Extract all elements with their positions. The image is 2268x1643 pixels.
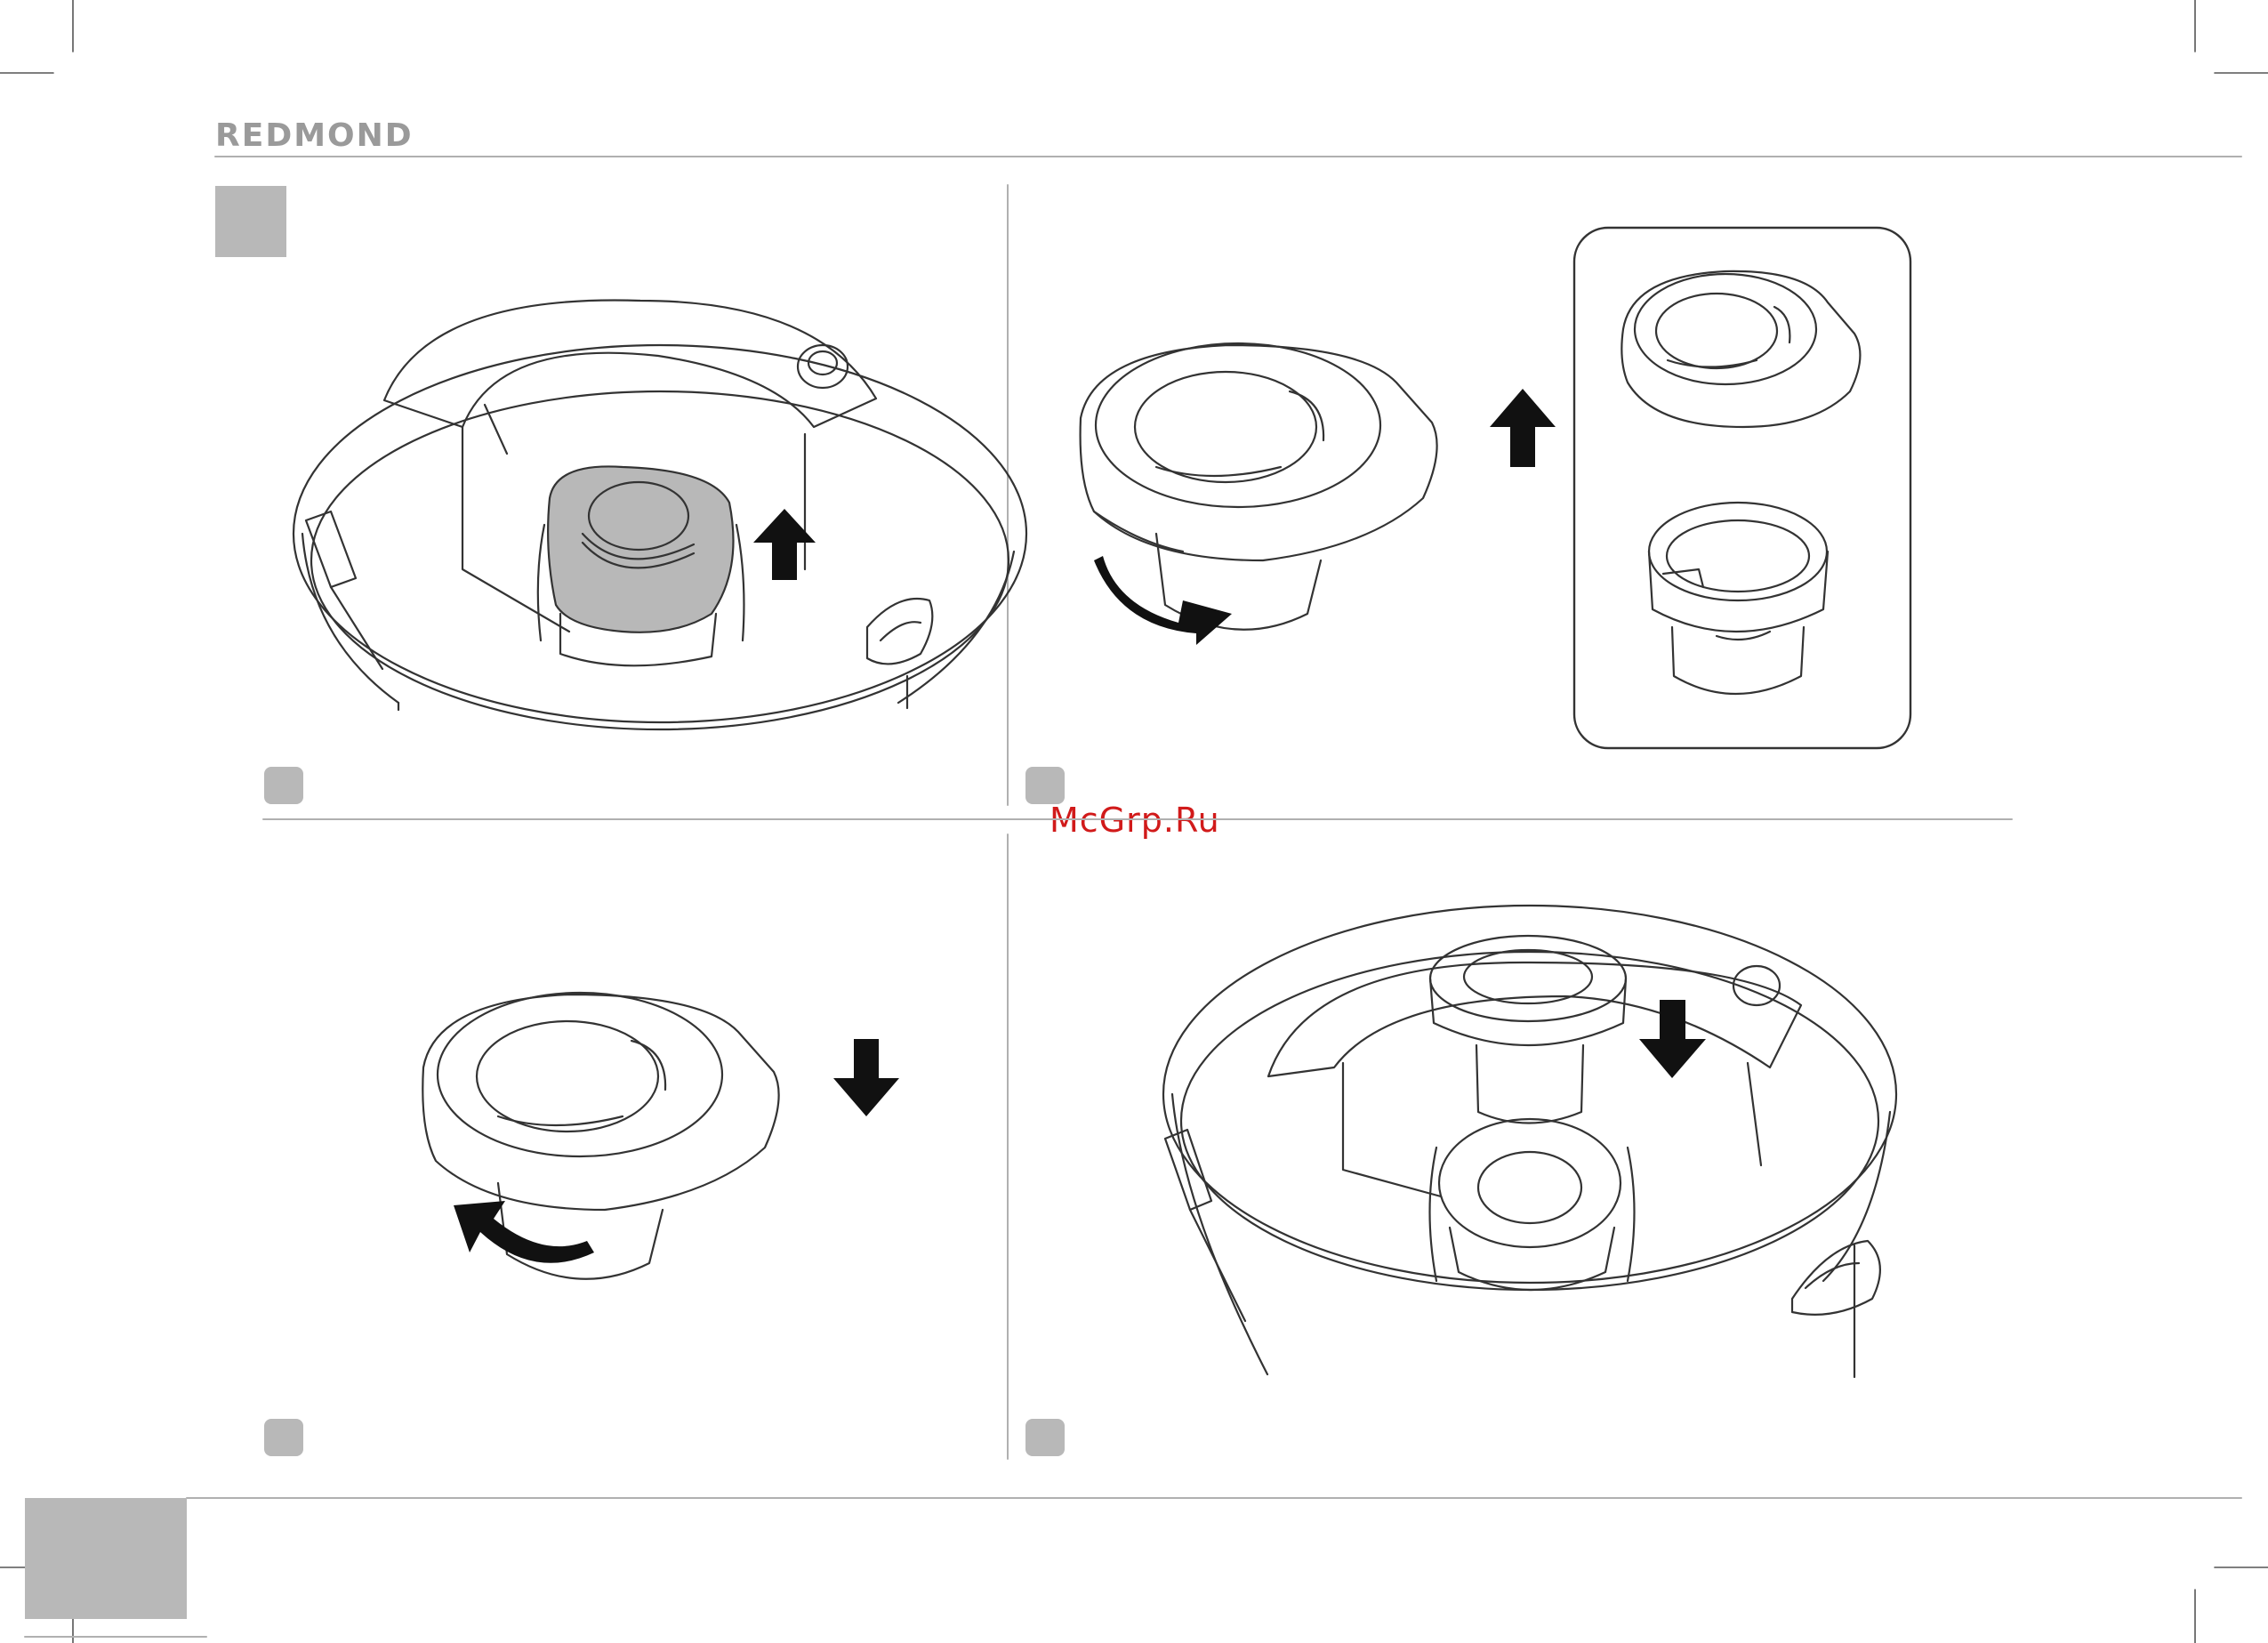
up-arrow-icon	[753, 509, 816, 580]
step-3-badge	[264, 1419, 303, 1456]
step-3-illustration	[422, 993, 899, 1279]
step-4-illustration	[1163, 906, 1896, 1377]
step-4-badge	[1025, 1419, 1065, 1456]
step-2-illustration	[1081, 228, 1910, 748]
clockwise-arrow-icon	[1094, 556, 1232, 645]
step-1-illustration	[294, 301, 1026, 730]
page-number-block	[25, 1498, 187, 1619]
up-arrow-icon	[1490, 389, 1556, 467]
step-2-badge	[1025, 767, 1065, 804]
down-arrow-icon	[833, 1039, 899, 1116]
down-arrow-icon	[1639, 1000, 1706, 1078]
step-1-badge	[264, 767, 303, 804]
section-marker	[215, 186, 286, 257]
detail-box	[1574, 228, 1910, 748]
layout-rules	[25, 157, 2241, 1637]
counterclockwise-arrow-icon	[454, 1201, 594, 1263]
